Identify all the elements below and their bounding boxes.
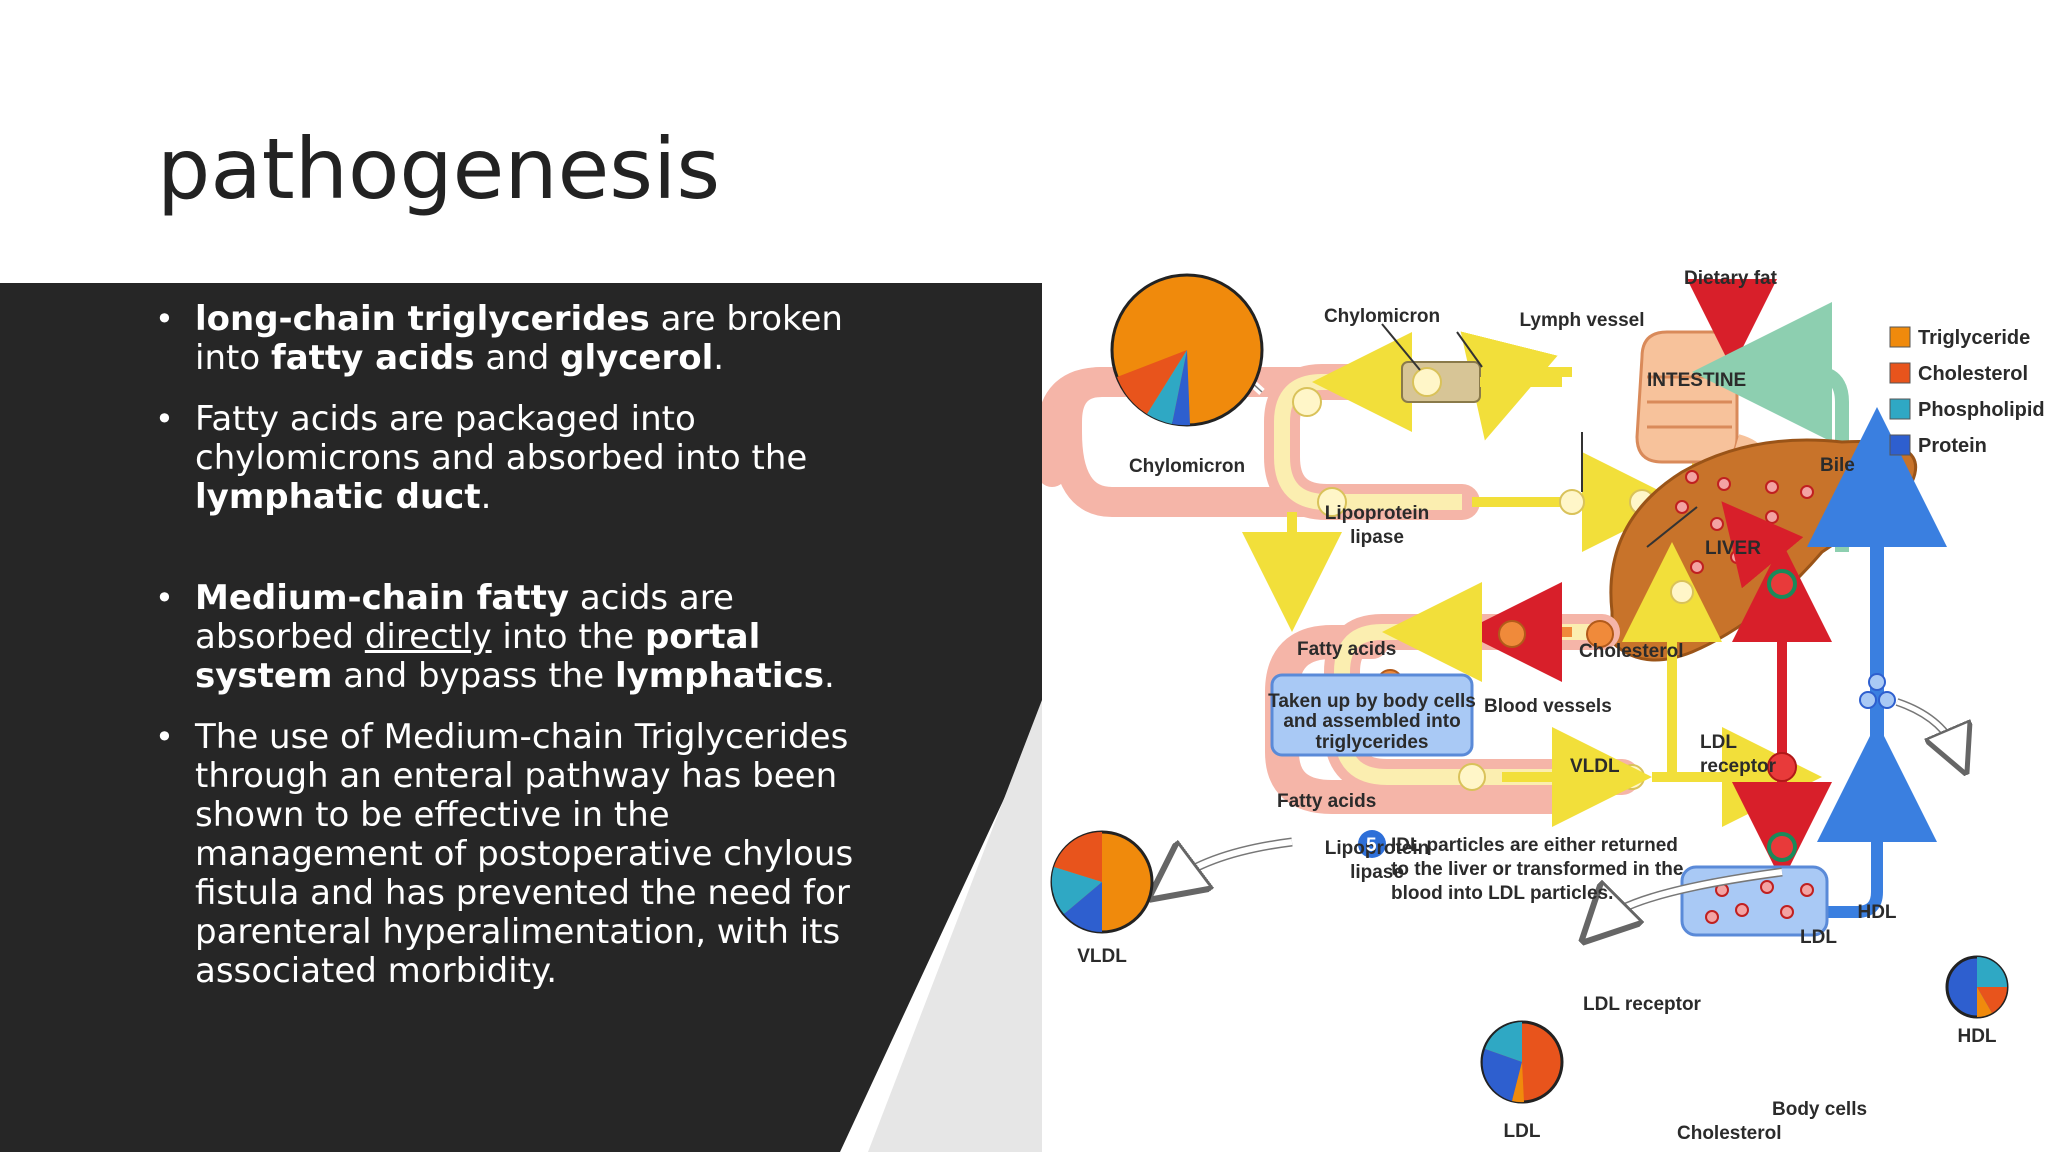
label-lipoprotein-lipase-1a: Lipoprotein xyxy=(1325,503,1429,524)
legend: TriglycerideCholesterolPhospholipidProte… xyxy=(1889,326,2045,457)
taken-up-container xyxy=(1270,673,1474,757)
bullet-text-segment: . xyxy=(823,656,835,696)
label-hdl-pie: HDL xyxy=(1957,1026,1996,1047)
label-lymph-vessel: Lymph vessel xyxy=(1520,310,1645,331)
label-vldl-pie: VLDL xyxy=(1077,946,1127,967)
label-chylomicron-top: Chylomicron xyxy=(1324,306,1440,327)
slide-title: pathogenesis xyxy=(157,120,721,218)
lymph-vessel xyxy=(1381,323,1562,403)
label-dietary-fat: Dietary fat xyxy=(1684,268,1778,289)
label-body-cells: Body cells xyxy=(1772,1099,1867,1120)
bullet-text-segment: . xyxy=(480,477,492,517)
label-lipoprotein-lipase-2a: Lipoprotein xyxy=(1325,838,1429,859)
label-liver: LIVER xyxy=(1705,538,1761,559)
label-hdl-small: HDL xyxy=(1857,902,1896,923)
label-vldl-small: VLDL xyxy=(1570,756,1620,777)
label-lipoprotein-lipase-2b: lipase xyxy=(1350,862,1404,883)
bullet-text-segment: The use of Medium-chain Triglycerides th… xyxy=(195,717,854,991)
label-lipoprotein-lipase-1b: lipase xyxy=(1350,527,1404,548)
bullet-item: Fatty acids are packaged into chylomicro… xyxy=(155,400,875,517)
label-cholesterol-bottom: Cholesterol xyxy=(1677,1123,1782,1144)
bullet-text-segment: lymphatics xyxy=(614,656,824,696)
step-5-badge xyxy=(1358,830,1386,858)
label-fatty-acids-1: Fatty acids xyxy=(1297,639,1396,660)
bullet-list: long-chain triglycerides are broken into… xyxy=(155,300,875,1013)
bullet-text-segment: and xyxy=(474,338,561,378)
label-taken-up-3: triglycerides xyxy=(1316,732,1429,753)
bullet-text-segment: directly xyxy=(364,617,492,657)
label-taken-up-2: and assembled into xyxy=(1283,711,1460,732)
chylomicron-pie xyxy=(1110,273,1264,427)
bullet-text-segment: glycerol xyxy=(560,338,714,378)
ldl-hdl-pathways xyxy=(1721,407,1947,918)
legend-label: Protein xyxy=(1918,435,1987,457)
bullet-text-segment: acids are absorbed xyxy=(195,578,734,657)
bullet-item: The use of Medium-chain Triglycerides th… xyxy=(155,718,875,991)
label-ldl-receptor-2: LDL receptor xyxy=(1583,994,1702,1015)
label-chylomicron-pie: Chylomicron xyxy=(1129,456,1245,477)
label-idl-text-1: IDL particles are either returned xyxy=(1391,835,1678,856)
bullet-text-segment: Fatty acids are packaged into chylomicro… xyxy=(195,399,808,478)
bullet-text-segment: portal system xyxy=(195,617,761,696)
bullet-text-segment: fatty acids xyxy=(270,338,475,378)
bullet-text-segment: into the xyxy=(491,617,645,657)
label-idl-text-2: to the liver or transformed in the xyxy=(1391,859,1683,880)
bullet-item: Medium-chain fatty acids are absorbed di… xyxy=(155,579,875,696)
label-blood-vessels: Blood vessels xyxy=(1484,696,1612,717)
diagram-labels: Dietary fat Chylomicron Lymph vessel INT… xyxy=(1077,268,1997,1144)
bullet-text-segment: lymphatic duct xyxy=(195,477,481,517)
label-idl-text-3: blood into LDL particles. xyxy=(1391,883,1613,904)
bullet-item: long-chain triglycerides are broken into… xyxy=(155,300,875,378)
label-ldl-receptor-1b: receptor xyxy=(1700,756,1777,777)
legend-swatch xyxy=(1889,362,1911,384)
label-ldl-pie: LDL xyxy=(1504,1121,1541,1142)
legend-label: Triglyceride xyxy=(1918,327,2030,349)
label-ldl-small: LDL xyxy=(1800,927,1837,948)
legend-label: Phospholipid xyxy=(1918,399,2045,421)
legend-swatch xyxy=(1889,326,1911,348)
label-taken-up-1: Taken up by body cells xyxy=(1268,691,1476,712)
bullet-text-segment: . xyxy=(713,338,725,378)
label-cholesterol-liver: Cholesterol xyxy=(1579,641,1684,662)
label-idl-number: 5 xyxy=(1366,835,1377,856)
ldl-pie xyxy=(1480,1020,1564,1104)
bullet-text-segment: long-chain triglycerides xyxy=(195,299,650,339)
legend-swatch xyxy=(1889,398,1911,420)
vldl-pie xyxy=(1050,830,1154,934)
hdl-pie xyxy=(1945,955,2009,1019)
diagram-svg: TriglycerideCholesterolPhospholipidProte… xyxy=(1042,268,2045,1144)
bullet-text-segment: Medium-chain fatty xyxy=(195,578,570,618)
label-fatty-acids-2: Fatty acids xyxy=(1277,791,1376,812)
bullet-text-segment: and bypass the xyxy=(332,656,615,696)
label-ldl-receptor-1a: LDL xyxy=(1700,732,1737,753)
label-bile: Bile xyxy=(1820,455,1855,476)
legend-label: Cholesterol xyxy=(1918,363,2028,385)
bullet-text-segment: are broken into xyxy=(195,299,843,378)
label-intestine: INTESTINE xyxy=(1647,370,1746,391)
legend-swatch xyxy=(1889,434,1911,456)
